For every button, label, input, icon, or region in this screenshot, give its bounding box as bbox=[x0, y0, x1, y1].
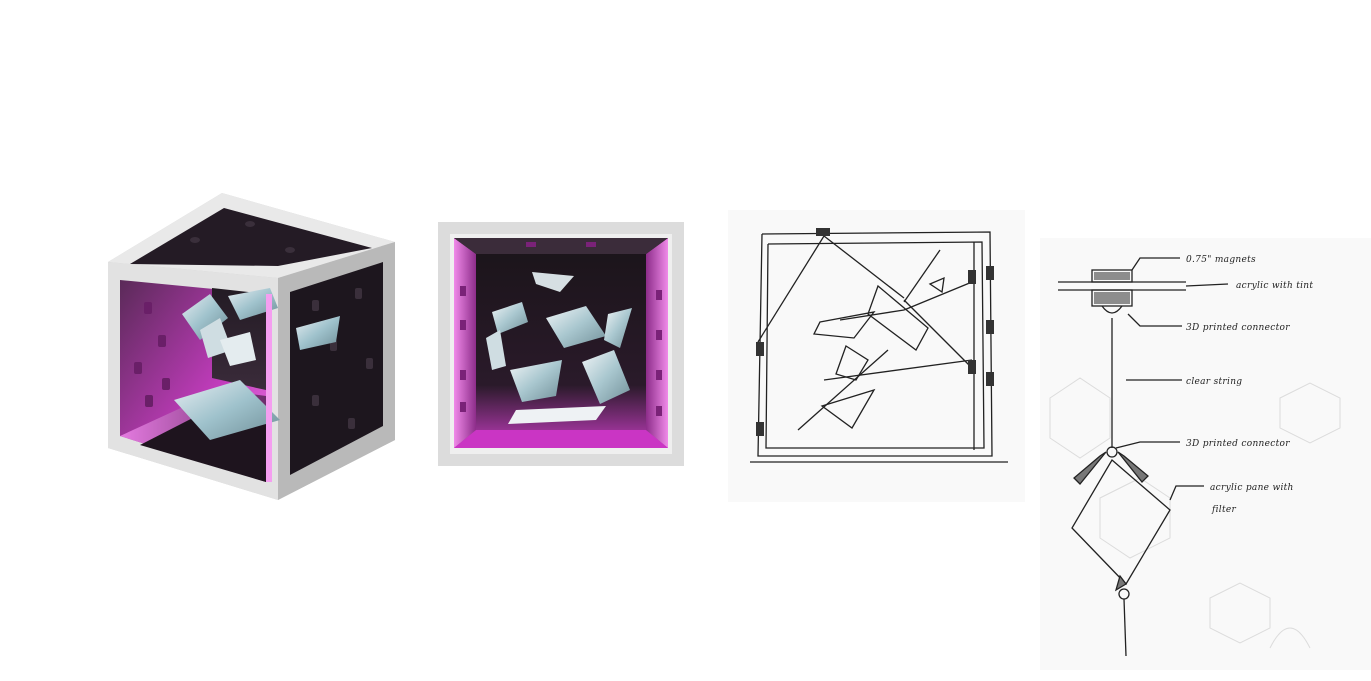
right-wall bbox=[646, 238, 668, 448]
label-acrylic-tint: acrylic with tint bbox=[1236, 281, 1313, 291]
label-pane-filter-2: filter bbox=[1211, 505, 1237, 515]
front-view-svg bbox=[436, 220, 686, 468]
label-connector-mid: 3D printed connector bbox=[1186, 439, 1290, 449]
label-clear-string: clear string bbox=[1186, 377, 1242, 387]
front-view-render bbox=[436, 220, 686, 468]
label-pane-filter-1: acrylic pane with bbox=[1210, 483, 1294, 493]
glow-strip bbox=[266, 294, 272, 482]
isometric-cube-render bbox=[100, 190, 400, 505]
hanging-detail-svg: 0.75" magnets acrylic with tint 3D print… bbox=[1040, 238, 1371, 670]
cube-sketch-svg bbox=[728, 210, 1025, 502]
floor bbox=[454, 430, 668, 448]
top-wall bbox=[454, 238, 668, 254]
label-magnets: 0.75" magnets bbox=[1186, 255, 1256, 265]
left-wall bbox=[454, 238, 476, 448]
cube-sketch bbox=[728, 210, 1025, 502]
hanging-detail-sketch: 0.75" magnets acrylic with tint 3D print… bbox=[1040, 238, 1371, 670]
label-connector-top: 3D printed connector bbox=[1186, 323, 1290, 333]
isometric-cube-svg bbox=[100, 190, 400, 505]
